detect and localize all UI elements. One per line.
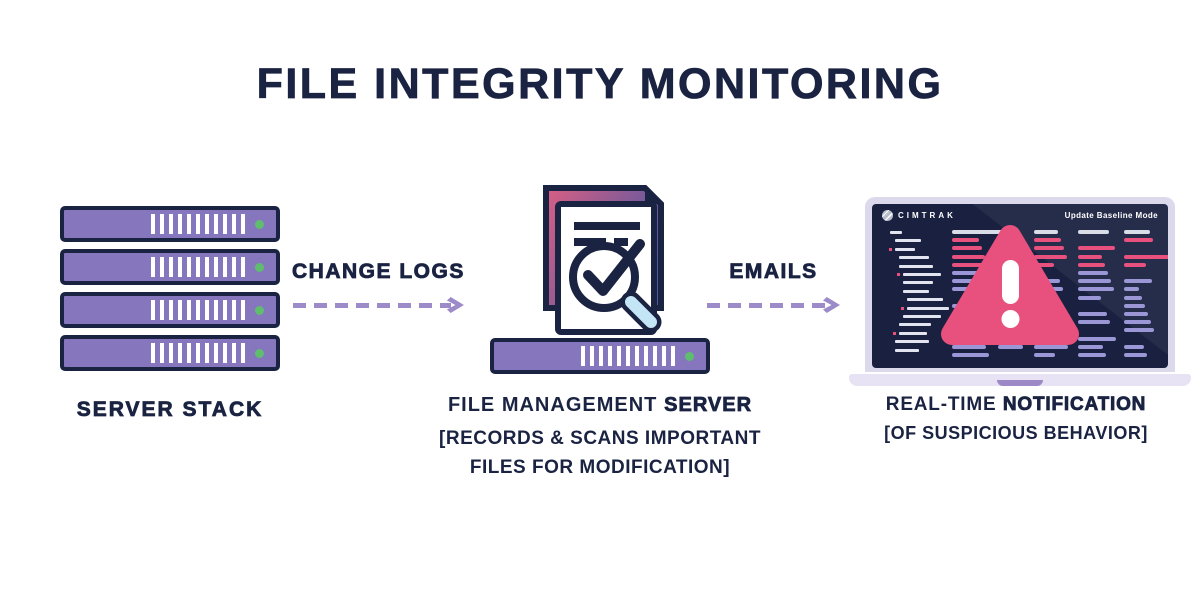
- server-led: [255, 262, 264, 272]
- page-title: FILE INTEGRITY MONITORING: [256, 60, 944, 109]
- server-unit: [490, 338, 710, 374]
- magnifier-handle-icon: [625, 296, 657, 328]
- change-logs-arrow: CHANGE LOGS: [292, 260, 465, 313]
- server-unit: [60, 292, 280, 328]
- file-management-sublabel: [RECORDS & SCANS IMPORTANT FILES FOR MOD…: [439, 428, 761, 478]
- change-logs-label: CHANGE LOGS: [292, 260, 465, 284]
- file-server-icon: [490, 338, 710, 381]
- server-unit: [60, 206, 280, 242]
- cimtrak-logo-globe-icon: [882, 210, 893, 221]
- dashed-line: [707, 297, 840, 313]
- dashed-line: [292, 297, 464, 313]
- server-led: [255, 305, 264, 315]
- server-vent-stripes: [151, 300, 245, 320]
- document-scan-icon: [524, 180, 676, 343]
- emails-arrow: EMAILS: [707, 260, 840, 313]
- server-led: [255, 348, 264, 358]
- warning-triangle-icon: [938, 220, 1083, 350]
- file-tree: [880, 228, 950, 360]
- server-vent-stripes: [581, 346, 675, 366]
- laptop-base: [849, 372, 1191, 386]
- cimtrak-brand: CIMTRAK: [898, 211, 956, 220]
- server-vent-stripes: [151, 343, 245, 363]
- server-unit: [60, 335, 280, 371]
- server-vent-stripes: [151, 257, 245, 277]
- scan-circle-icon: [569, 242, 639, 312]
- server-stack-icon: [60, 206, 280, 378]
- server-led: [685, 351, 694, 361]
- server-led: [255, 219, 264, 229]
- baseline-mode-label: Update Baseline Mode: [1064, 211, 1158, 220]
- emails-label: EMAILS: [729, 260, 818, 284]
- server-stack-label: SERVER STACK: [76, 398, 264, 422]
- server-vent-stripes: [151, 214, 245, 234]
- folded-corner-icon: [645, 188, 661, 204]
- checkmark-icon: [583, 239, 645, 296]
- laptop-notch: [997, 380, 1043, 386]
- notification-sublabel: [OF SUSPICIOUS BEHAVIOR]: [884, 423, 1148, 443]
- server-unit: [60, 249, 280, 285]
